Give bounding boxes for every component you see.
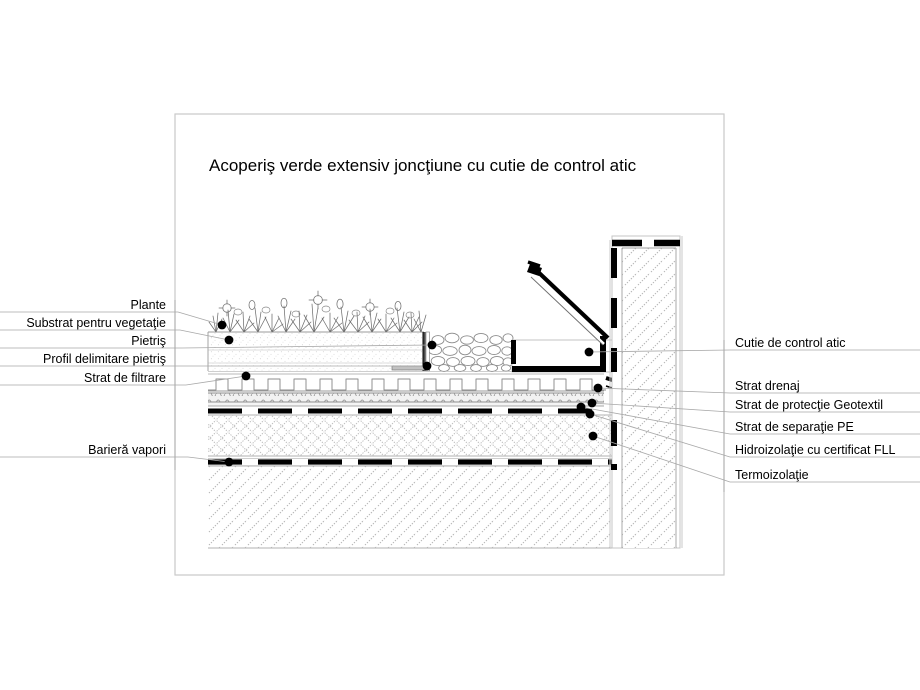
layer-concrete-slab: [208, 465, 612, 549]
label-pietris: Pietriş: [131, 334, 166, 348]
label-separatie-pe: Strat de separaţie PE: [735, 420, 854, 434]
label-substrat: Substrat pentru vegetaţie: [26, 316, 166, 330]
label-geotextil: Strat de protecţie Geotextil: [735, 398, 883, 412]
layer-substrate: [207, 331, 424, 371]
layer-vegetation: [208, 290, 427, 333]
leader-lines-left: [0, 300, 433, 470]
leader-dots: [217, 320, 603, 467]
component-parapet-wall: [609, 235, 683, 549]
layer-thermal-insulation: [208, 414, 612, 457]
label-termoizolatie: Termoizolaţie: [735, 468, 809, 482]
label-plante: Plante: [130, 298, 166, 312]
label-strat-drenaj: Strat drenaj: [735, 379, 800, 393]
layer-pe-separation: [208, 401, 604, 407]
label-cutie-control-atic: Cutie de control atic: [735, 336, 846, 350]
layer-geotextile-protection: [208, 392, 604, 403]
layer-vapour-barrier: [208, 457, 612, 467]
label-profil-delimitare: Profil delimitare pietriş: [43, 352, 166, 366]
layer-drainage: [208, 373, 606, 392]
drawing-title: Acoperiş verde extensiv joncţiune cu cut…: [209, 156, 637, 175]
leader-lines-right: [580, 340, 920, 492]
label-hidroizolatie-fll: Hidroizolaţie cu certificat FLL: [735, 443, 896, 457]
layer-gravel: [427, 332, 514, 372]
label-bariera-vapori: Barieră vapori: [88, 443, 166, 457]
label-strat-filtrare: Strat de filtrare: [84, 371, 166, 385]
